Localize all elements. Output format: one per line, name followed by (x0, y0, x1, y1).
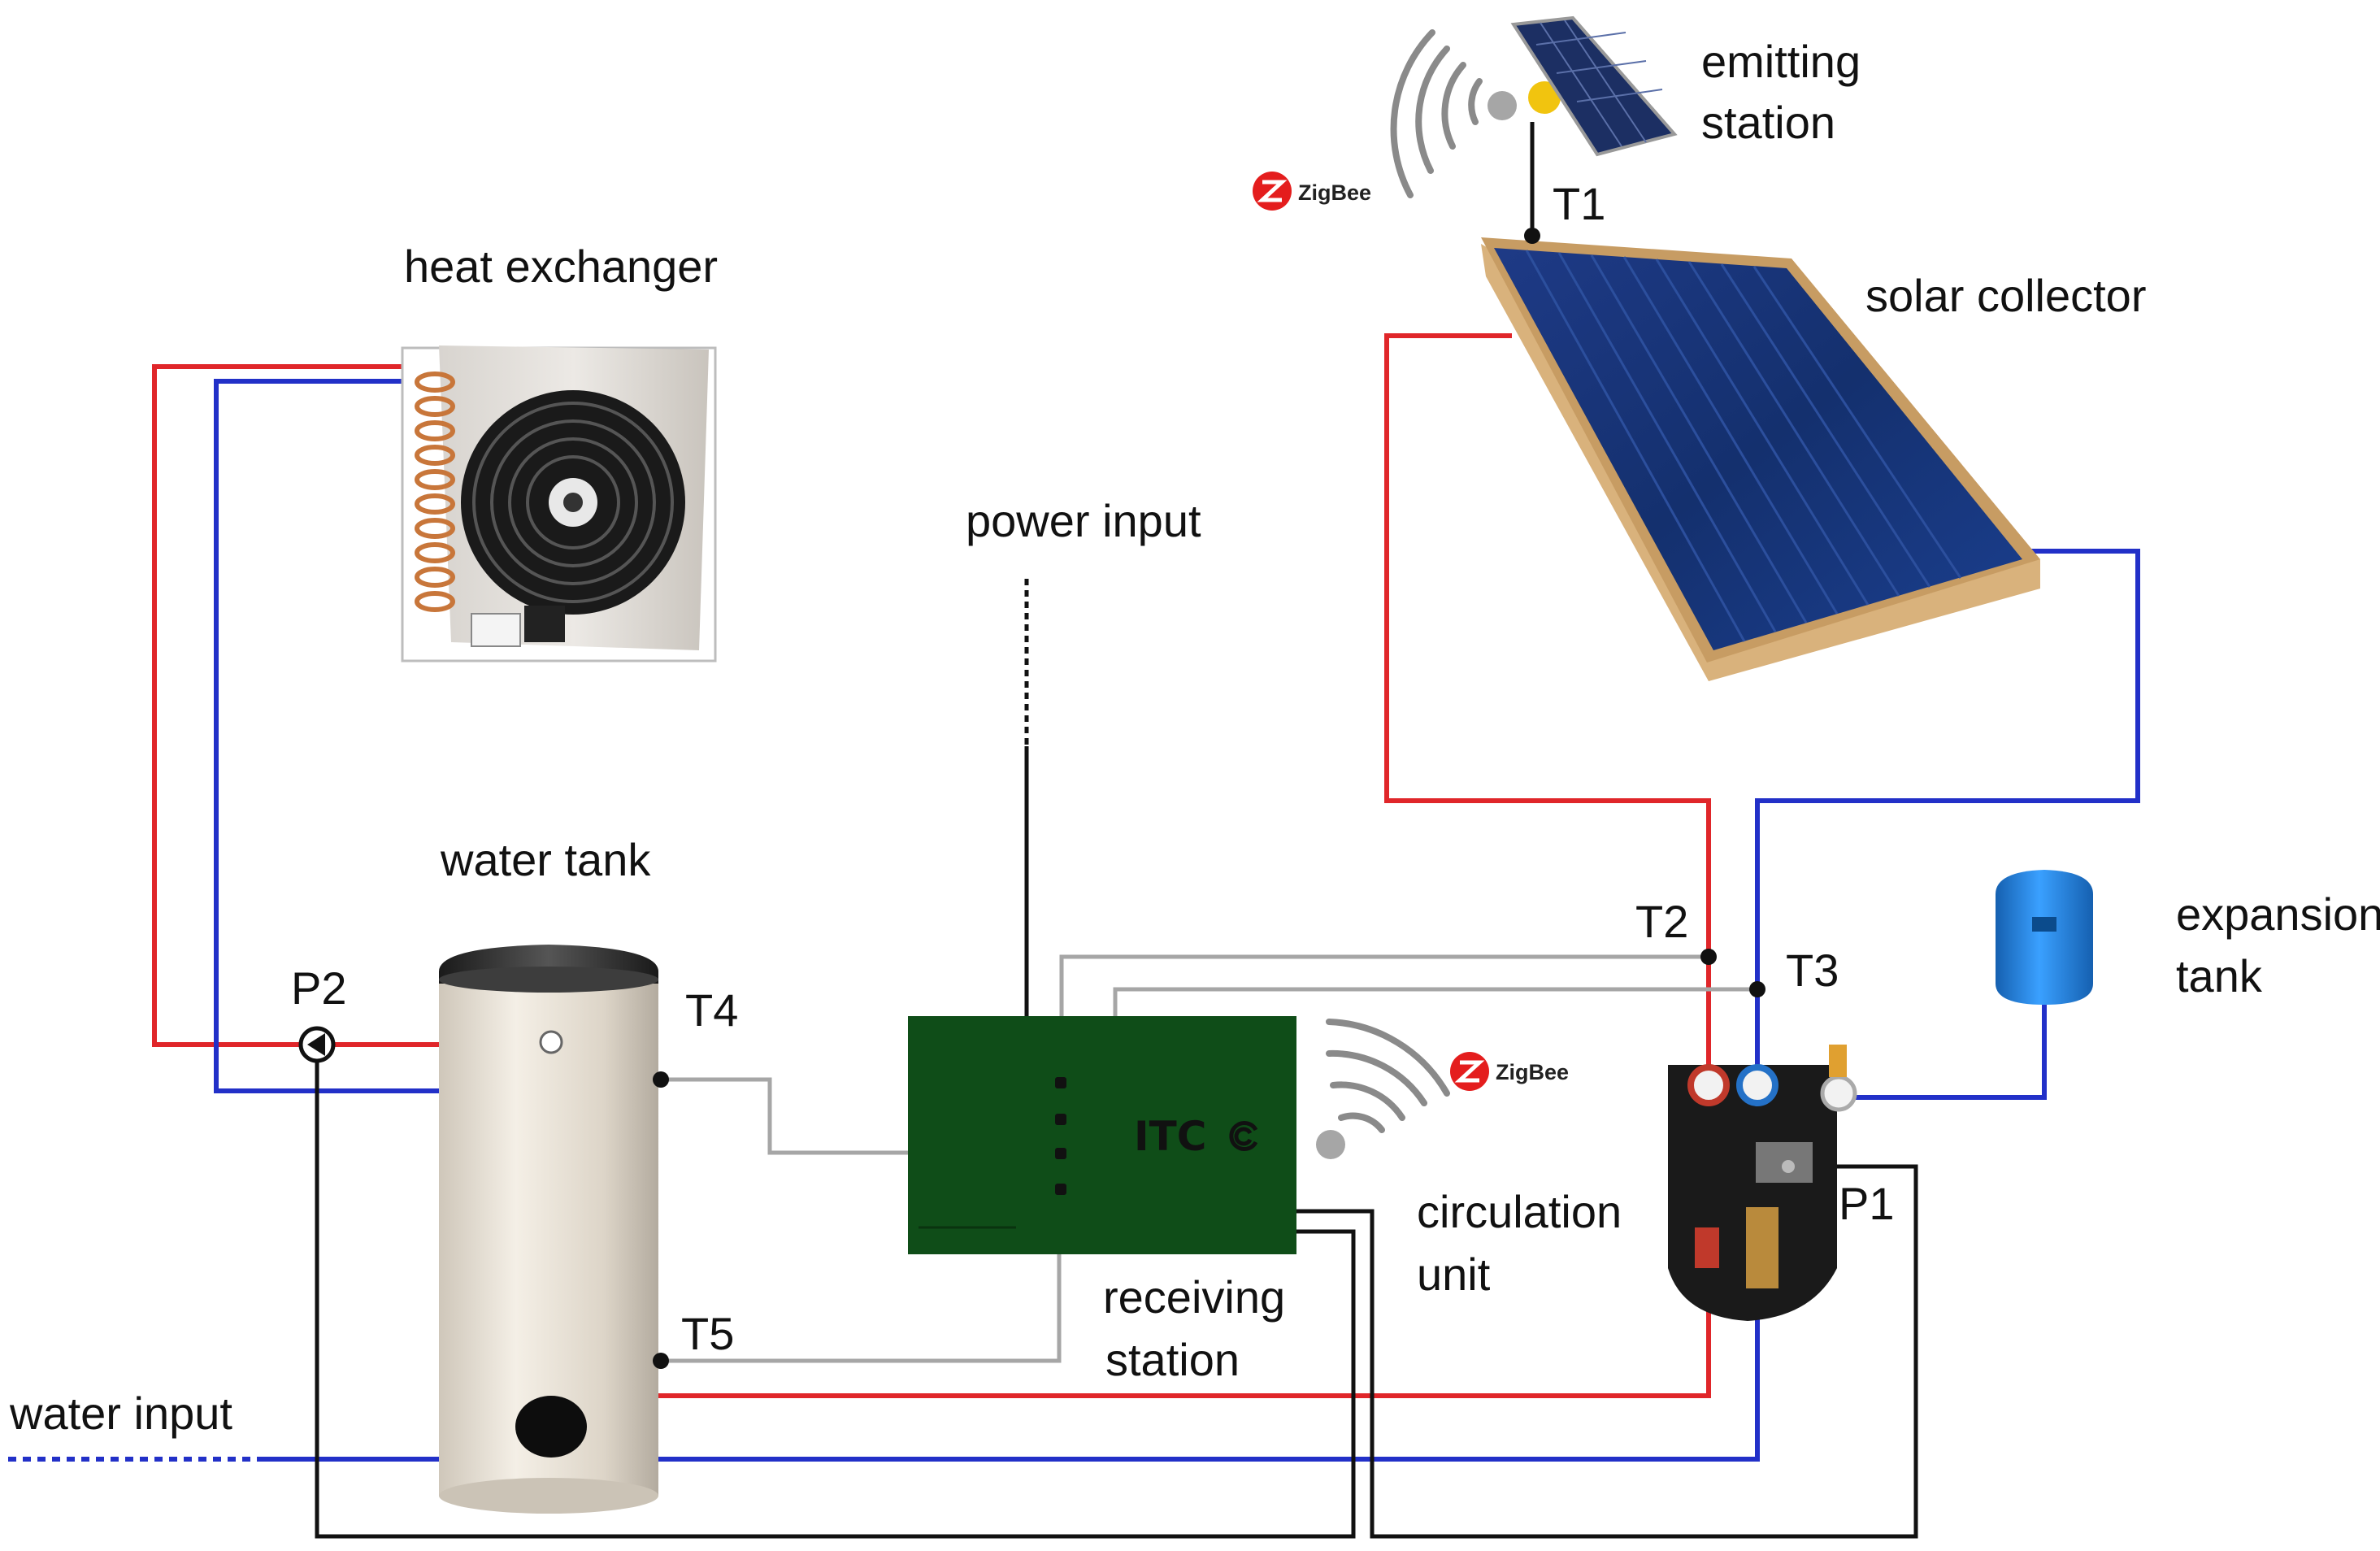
gauge-blue (1736, 1064, 1778, 1106)
zigbee-label-top: ZigBee (1298, 180, 1371, 205)
heat-exchanger (401, 345, 717, 663)
gauge-red (1687, 1064, 1730, 1106)
label-receiving-station-line1: receiving (1103, 1271, 1285, 1323)
label-t2: T2 (1635, 896, 1688, 947)
zigbee-logo-icon: ZigBee (1450, 1052, 1569, 1091)
label-water-input: water input (9, 1388, 232, 1439)
small-solar-panel (1510, 15, 1678, 157)
label-t5: T5 (681, 1308, 734, 1359)
label-t4: T4 (685, 984, 738, 1036)
zigbee-logo-icon: ZigBee (1253, 172, 1371, 211)
hx-capacitor (524, 606, 565, 642)
label-water-tank: water tank (440, 834, 651, 885)
wireless-waves-icon (1390, 29, 1483, 198)
hot-pipe-heat-exchanger (152, 364, 439, 1047)
wire-p2 (315, 1045, 1356, 1539)
emitting-station (1390, 15, 1678, 244)
pump-icon (298, 1026, 336, 1063)
water-tank (439, 945, 669, 1514)
circulation-unit (1668, 1045, 1857, 1321)
label-emitting-station-line1: emitting (1701, 36, 1861, 87)
expansion-tank (1996, 870, 2093, 1005)
fan-icon (461, 390, 685, 615)
label-t1: T1 (1553, 178, 1605, 229)
t5-sensor-dot (653, 1353, 669, 1369)
label-t3: T3 (1786, 945, 1839, 996)
control-wires (315, 122, 1918, 1539)
t3-sensor-dot (1749, 981, 1765, 997)
hx-coils (415, 371, 455, 612)
hot-pipe-return (658, 1283, 1711, 1398)
tank-thermometer (539, 1030, 563, 1054)
zigbee-label-bottom: ZigBee (1496, 1060, 1569, 1084)
receiving-station: ITC (908, 1016, 1296, 1254)
t2-sensor-dot (1700, 949, 1717, 965)
t4-sensor-dot (653, 1071, 669, 1088)
cold-pipe-solar (1755, 549, 2140, 1075)
expansion-pipe (1849, 1005, 2047, 1100)
label-solar-collector: solar collector (1865, 270, 2146, 321)
cold-pipe-supply (260, 1310, 1760, 1462)
hx-control-box (471, 613, 521, 647)
label-p2: P2 (291, 962, 347, 1014)
label-circulation-unit-line1: circulation (1417, 1186, 1622, 1237)
yellow-module-icon (1528, 81, 1561, 114)
antenna-dot (1488, 91, 1517, 120)
collector-strips (1525, 250, 1962, 642)
label-receiving-station-line2: station (1105, 1334, 1240, 1385)
pipes (8, 333, 2140, 1462)
board-terminals (1055, 1077, 1066, 1195)
t1-sensor-dot (1524, 228, 1540, 244)
cold-pipe-heat-exchanger (214, 379, 439, 1093)
expansion-label-plate (2032, 917, 2056, 932)
label-emitting-station-line2: station (1701, 97, 1835, 148)
tank-flange (515, 1396, 587, 1458)
receiving-antenna-dot (1316, 1130, 1345, 1159)
label-power-input: power input (966, 495, 1201, 546)
label-circulation-unit-line2: unit (1417, 1249, 1491, 1300)
p1-terminal (1782, 1160, 1795, 1173)
label-expansion-tank-line2: tank (2176, 950, 2263, 1001)
wire-p1 (1296, 1164, 1918, 1539)
wireless-waves-icon (1326, 1019, 1450, 1133)
solar-collector (1481, 237, 2040, 681)
pressure-gauge (1820, 1075, 1857, 1112)
collector-glass (1494, 248, 2022, 650)
itc-logo: ITC (1134, 1113, 1206, 1160)
label-expansion-tank-line1: expansion (2176, 888, 2380, 940)
hot-pipe-solar (1384, 333, 1711, 1075)
label-heat-exchanger: heat exchanger (404, 241, 718, 292)
expansion-body (1996, 870, 2093, 1005)
safety-valve (1829, 1045, 1847, 1077)
label-p1: P1 (1839, 1178, 1895, 1229)
itc-logo-icon (1229, 1121, 1258, 1151)
labels: emitting station T1 solar collector heat… (9, 36, 2380, 1439)
tank-bottom (439, 1478, 658, 1514)
